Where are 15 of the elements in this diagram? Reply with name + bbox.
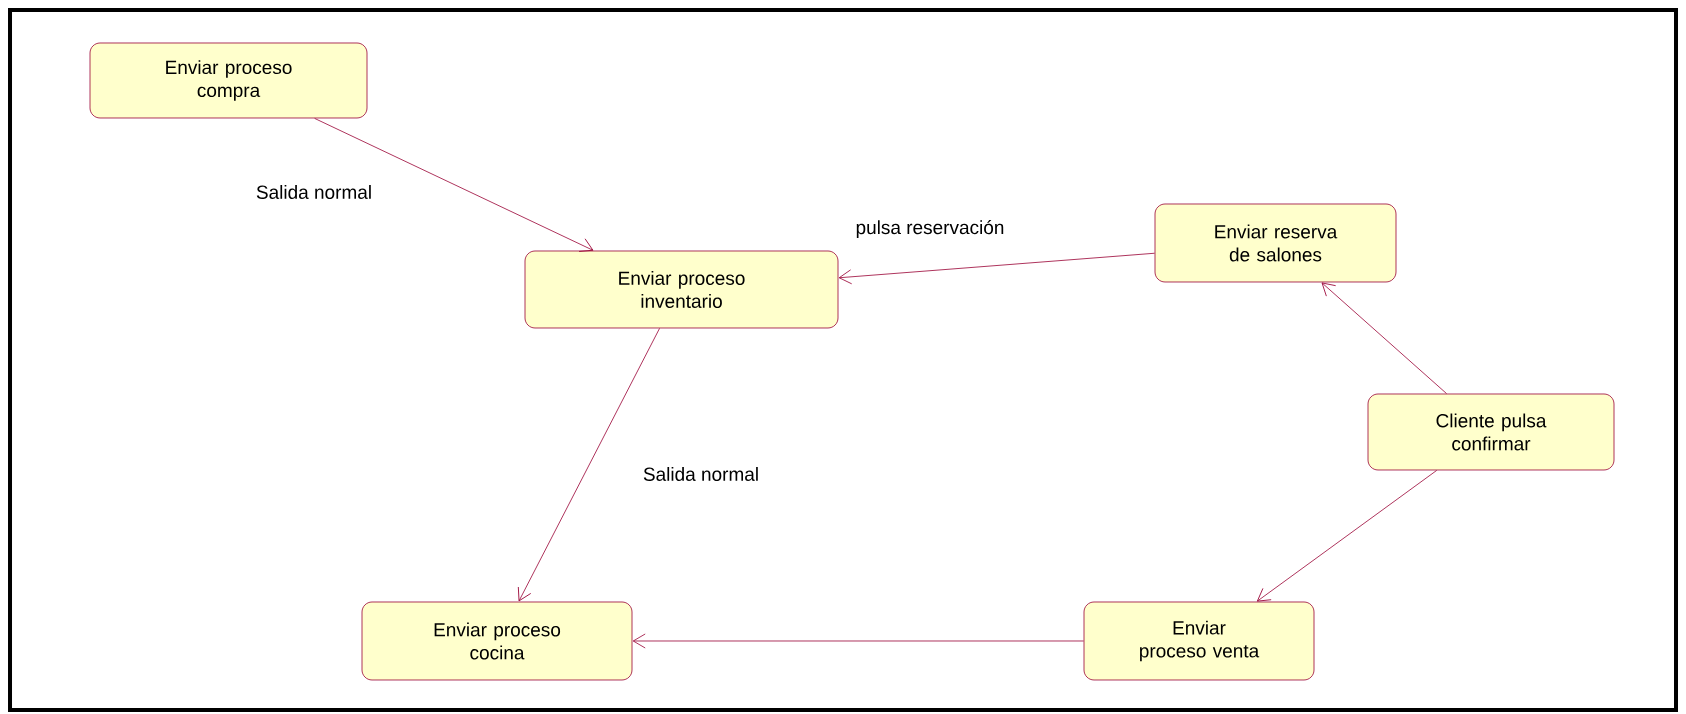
state-box: Enviar proceso venta <box>1083 601 1315 681</box>
state-box: Enviar reserva de salones <box>1154 203 1397 283</box>
state-box: Enviar proceso cocina <box>361 601 633 681</box>
arrow <box>838 252 1155 285</box>
arrow <box>1256 470 1438 602</box>
arrow <box>517 328 660 602</box>
edge-label: Salida normal <box>253 183 375 201</box>
edge-label: Salida normal <box>640 465 762 483</box>
state-box: Enviar proceso inventario <box>524 250 839 329</box>
arrow <box>314 118 594 252</box>
state-box: Cliente pulsa confirmar <box>1367 393 1615 471</box>
state-box: Enviar proceso compra <box>89 42 368 119</box>
arrow <box>1321 282 1447 394</box>
arrow <box>632 633 1084 649</box>
edge-label: pulsa reservación <box>853 218 1007 240</box>
